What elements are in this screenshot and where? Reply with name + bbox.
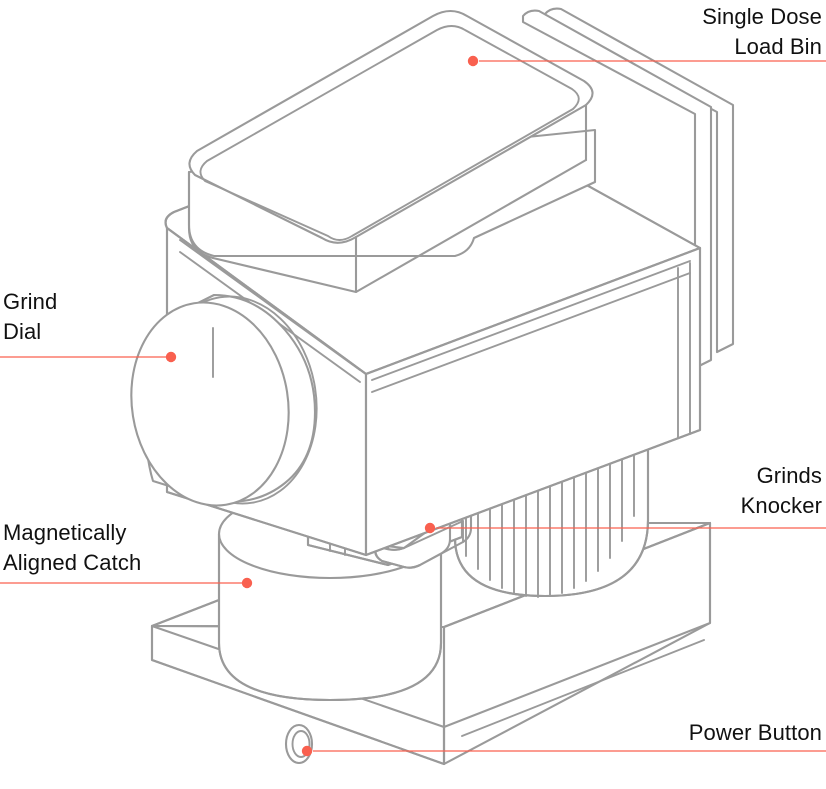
power-button-ring[interactable] <box>284 723 314 765</box>
callout-leaders <box>0 55 826 757</box>
callout-label-power-button: Power Button <box>688 720 822 745</box>
leader-grinds-knocker <box>424 522 826 534</box>
leader-power-button <box>301 745 826 757</box>
callout-label-grinds-knocker: Grinds Knocker <box>740 463 822 518</box>
callout-label-single-dose-load-bin: Single Dose Load Bin <box>702 4 822 59</box>
callout-label-grind-dial: Grind Dial <box>3 289 58 344</box>
leader-single-dose-load-bin <box>467 55 826 67</box>
leader-magnetically-aligned-catch <box>0 577 253 589</box>
load-bin[interactable] <box>187 9 597 294</box>
callout-label-magnetically-aligned-catch: Magnetically Aligned Catch <box>3 520 142 575</box>
leader-grind-dial <box>0 351 177 363</box>
